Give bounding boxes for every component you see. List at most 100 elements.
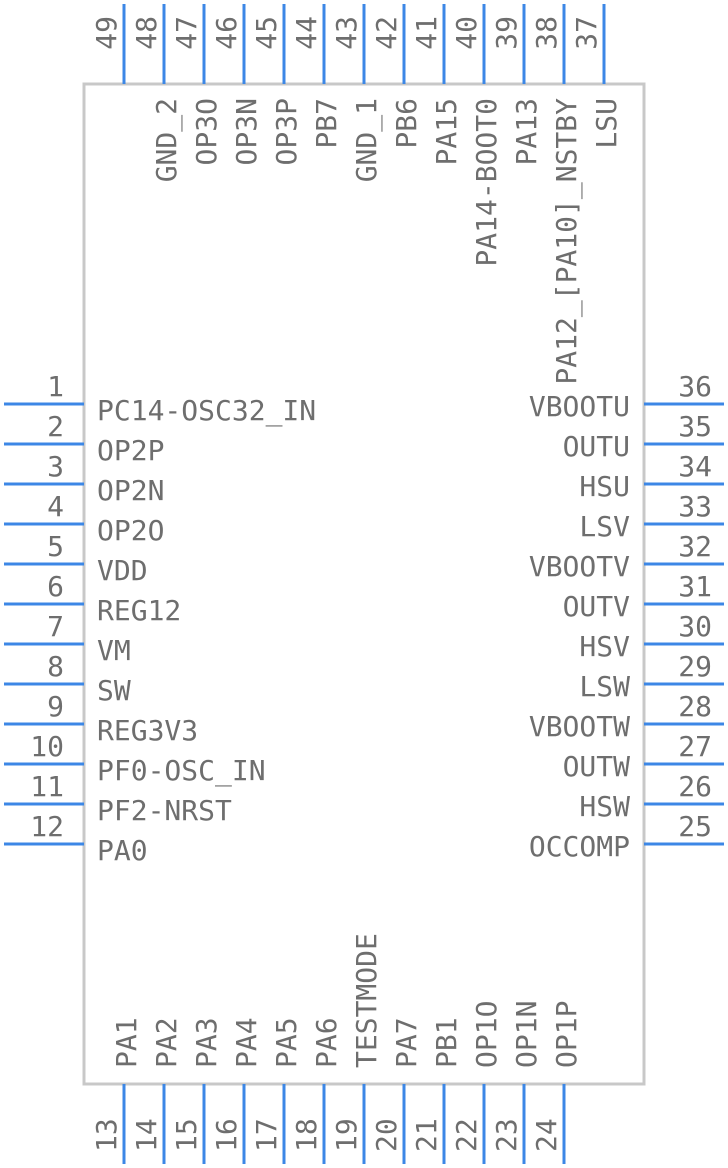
- pin-number-2: 2: [47, 410, 64, 443]
- pin-number-46: 46: [210, 16, 243, 50]
- pin-number-34: 34: [678, 450, 712, 483]
- pin-name-42: PB6: [390, 98, 423, 149]
- pin-number-39: 39: [490, 16, 523, 50]
- pin-number-18: 18: [290, 1118, 323, 1152]
- pin-name-29: LSW: [579, 670, 630, 703]
- pin-number-17: 17: [250, 1118, 283, 1152]
- pin-name-37: LSU: [590, 98, 623, 149]
- pin-number-25: 25: [678, 810, 712, 843]
- pin-number-3: 3: [47, 450, 64, 483]
- pin-number-1: 1: [47, 370, 64, 403]
- pin-number-19: 19: [330, 1118, 363, 1152]
- pin-name-33: LSV: [579, 510, 630, 543]
- pin-name-13: PA1: [110, 1017, 143, 1068]
- pin-number-21: 21: [410, 1118, 443, 1152]
- pin-number-37: 37: [570, 16, 603, 50]
- pin-name-34: HSU: [579, 470, 630, 503]
- pin-name-20: PA7: [390, 1017, 423, 1068]
- pin-name-45: OP3P: [270, 98, 303, 165]
- pin-number-16: 16: [210, 1118, 243, 1152]
- pin-number-9: 9: [47, 690, 64, 723]
- pin-number-15: 15: [170, 1118, 203, 1152]
- pin-name-4: OP2O: [97, 514, 164, 547]
- pin-number-47: 47: [170, 16, 203, 50]
- pin-name-46: OP3N: [230, 98, 263, 165]
- pin-name-12: PA0: [97, 834, 148, 867]
- pin-name-36: VBOOTU: [529, 390, 630, 423]
- pin-name-21: PB1: [430, 1017, 463, 1068]
- pin-number-36: 36: [678, 370, 712, 403]
- pin-name-11: PF2-NRST: [97, 794, 232, 827]
- pin-number-40: 40: [450, 16, 483, 50]
- pin-number-11: 11: [30, 770, 64, 803]
- pin-name-24: OP1P: [550, 1001, 583, 1068]
- pin-number-7: 7: [47, 610, 64, 643]
- pin-number-10: 10: [30, 730, 64, 763]
- pin-number-44: 44: [290, 16, 323, 50]
- pin-number-35: 35: [678, 410, 712, 443]
- pin-name-7: VM: [97, 634, 131, 667]
- pin-name-38: PA12_[PA10]_NSTBY: [550, 98, 584, 385]
- pin-number-6: 6: [47, 570, 64, 603]
- pin-name-27: OUTW: [563, 750, 631, 783]
- pin-name-16: PA4: [230, 1017, 263, 1068]
- pin-number-22: 22: [450, 1118, 483, 1152]
- pin-name-48: GND_2: [150, 98, 184, 182]
- pin-number-23: 23: [490, 1118, 523, 1152]
- pin-name-23: OP1N: [510, 1001, 543, 1068]
- pin-name-14: PA2: [150, 1017, 183, 1068]
- pin-name-3: OP2N: [97, 474, 164, 507]
- pin-name-2: OP2P: [97, 434, 164, 467]
- pin-name-10: PF0-OSC_IN: [97, 754, 266, 788]
- pin-name-26: HSW: [579, 790, 630, 823]
- pin-number-45: 45: [250, 16, 283, 50]
- ic-body: [82, 82, 646, 1086]
- pin-name-18: PA6: [310, 1017, 343, 1068]
- pin-number-32: 32: [678, 530, 712, 563]
- pin-number-28: 28: [678, 690, 712, 723]
- pin-name-28: VBOOTW: [529, 710, 630, 743]
- pin-name-44: PB7: [310, 98, 343, 149]
- pin-name-8: SW: [97, 674, 131, 707]
- pin-name-31: OUTV: [563, 590, 631, 623]
- pin-number-27: 27: [678, 730, 712, 763]
- pin-number-30: 30: [678, 610, 712, 643]
- pin-name-25: OCCOMP: [529, 830, 630, 863]
- pin-number-5: 5: [47, 530, 64, 563]
- pin-number-42: 42: [370, 16, 403, 50]
- pin-name-47: OP3O: [190, 98, 223, 165]
- pin-number-13: 13: [90, 1118, 123, 1152]
- pin-name-35: OUTU: [563, 430, 630, 463]
- pin-number-48: 48: [130, 16, 163, 50]
- pin-number-38: 38: [530, 16, 563, 50]
- pin-number-12: 12: [30, 810, 64, 843]
- pin-number-49: 49: [90, 16, 123, 50]
- pin-number-4: 4: [47, 490, 64, 523]
- pin-number-8: 8: [47, 650, 64, 683]
- pin-name-39: PA13: [510, 98, 543, 165]
- pin-name-5: VDD: [97, 554, 148, 587]
- pin-name-6: REG12: [97, 594, 181, 627]
- pin-name-1: PC14-OSC32_IN: [97, 394, 316, 428]
- pin-number-43: 43: [330, 16, 363, 50]
- pin-name-43: GND_1: [350, 98, 384, 182]
- pins-group: [4, 4, 724, 1164]
- pin-name-15: PA3: [190, 1017, 223, 1068]
- pin-name-32: VBOOTV: [529, 550, 630, 583]
- pin-number-31: 31: [678, 570, 712, 603]
- pin-number-24: 24: [530, 1118, 563, 1152]
- pin-number-20: 20: [370, 1118, 403, 1152]
- pin-name-41: PA15: [430, 98, 463, 165]
- pin-number-33: 33: [678, 490, 712, 523]
- pin-number-29: 29: [678, 650, 712, 683]
- pin-name-17: PA5: [270, 1017, 303, 1068]
- pin-name-30: HSV: [579, 630, 630, 663]
- pin-name-19: TESTMODE: [350, 933, 383, 1068]
- pin-number-41: 41: [410, 16, 443, 50]
- pin-name-40: PA14-BOOT0: [470, 98, 503, 267]
- pin-number-26: 26: [678, 770, 712, 803]
- pin-name-22: OP1O: [470, 1001, 503, 1068]
- pin-number-14: 14: [130, 1118, 163, 1152]
